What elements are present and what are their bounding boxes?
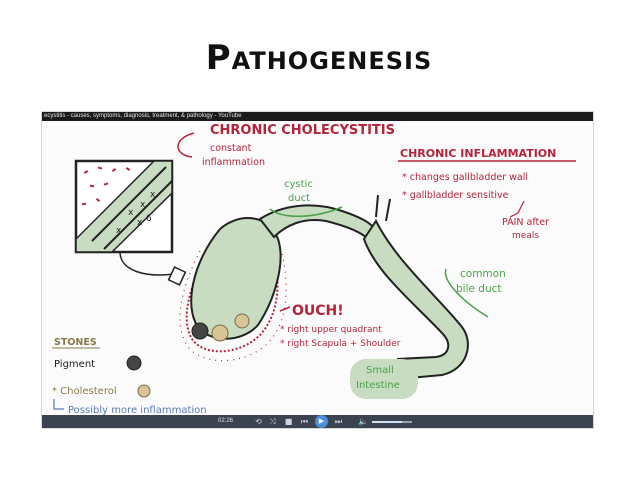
repeat-icon[interactable]: ⟲	[255, 417, 262, 426]
svg-text:x: x	[140, 200, 146, 210]
stones-more-label: Possibly more inflammation	[68, 405, 207, 415]
cholesterol-stone-1	[211, 324, 229, 342]
stones-cholesterol-label: * Cholesterol	[52, 386, 117, 397]
common-bile-duct	[362, 219, 469, 381]
ci-heading: CHRONIC INFLAMMATION	[400, 147, 556, 160]
stones-pigment-label: Pigment	[54, 359, 95, 370]
svg-text:x: x	[150, 190, 156, 200]
pigment-stone	[191, 322, 209, 340]
inflammation-halo	[185, 254, 279, 353]
play-button[interactable]: ▶	[315, 415, 328, 428]
cystic-label-2: duct	[288, 193, 310, 204]
common-label-1: common	[460, 268, 506, 280]
ouch-item-1: * right upper quadrant	[280, 325, 382, 335]
pigment-swatch	[126, 355, 142, 371]
ouch-label: OUCH!	[292, 303, 344, 319]
next-icon[interactable]: ⏭	[334, 417, 343, 426]
svg-text:x: x	[128, 208, 134, 218]
zoom-marker	[167, 266, 187, 286]
ci-item-3: PAIN after	[502, 217, 549, 228]
volume-icon[interactable]: 🔈	[358, 417, 368, 426]
common-label-2: bile duct	[456, 283, 502, 295]
video-title-bar: ecystitis - causes, symptoms, diagnosis,…	[42, 112, 593, 121]
svg-text:x: x	[116, 226, 122, 236]
cholesterol-swatch	[137, 384, 151, 398]
diagram-canvas: x x x x x 6 CHRONIC CHOLECYSTITIS consta…	[52, 123, 576, 415]
cystic-label-1: cystic	[284, 179, 313, 190]
diagram-heading: CHRONIC CHOLECYSTITIS	[210, 123, 395, 138]
video-player[interactable]: ecystitis - causes, symptoms, diagnosis,…	[42, 112, 593, 428]
constant-label-2: inflammation	[202, 157, 265, 168]
volume-slider-fill	[372, 421, 402, 423]
stop-icon[interactable]: ■	[284, 417, 293, 426]
ci-item-2: * gallbladder sensitive	[402, 190, 509, 201]
video-controls: 02:26 ⟲ ⤨ ■ ⏮ ▶ ⏭ 🔈	[42, 415, 593, 428]
video-time: 02:26	[218, 418, 234, 424]
constant-label-1: constant	[210, 143, 252, 154]
small-label-2: Intestine	[356, 380, 400, 391]
gallbladder-wall-zoom-inset: x x x x x 6	[74, 159, 174, 254]
volume-slider[interactable]	[372, 421, 412, 423]
slide-title: Pathogenesis	[205, 38, 433, 78]
ouch-item-2: * right Scapula + Shoulder	[280, 339, 401, 349]
stones-heading: STONES	[54, 337, 97, 348]
video-title: ecystitis - causes, symptoms, diagnosis,…	[44, 113, 242, 119]
small-intestine-box	[350, 359, 418, 399]
shuffle-icon[interactable]: ⤨	[269, 417, 276, 426]
ci-item-1: * changes gallbladder wall	[402, 172, 528, 183]
svg-text:x: x	[137, 218, 143, 228]
cholesterol-stone-2	[234, 313, 250, 329]
cystic-duct	[258, 204, 378, 241]
small-label-1: Small	[366, 365, 394, 376]
previous-icon[interactable]: ⏮	[300, 417, 309, 426]
ci-item-4: meals	[512, 231, 539, 241]
svg-text:6: 6	[146, 214, 152, 224]
